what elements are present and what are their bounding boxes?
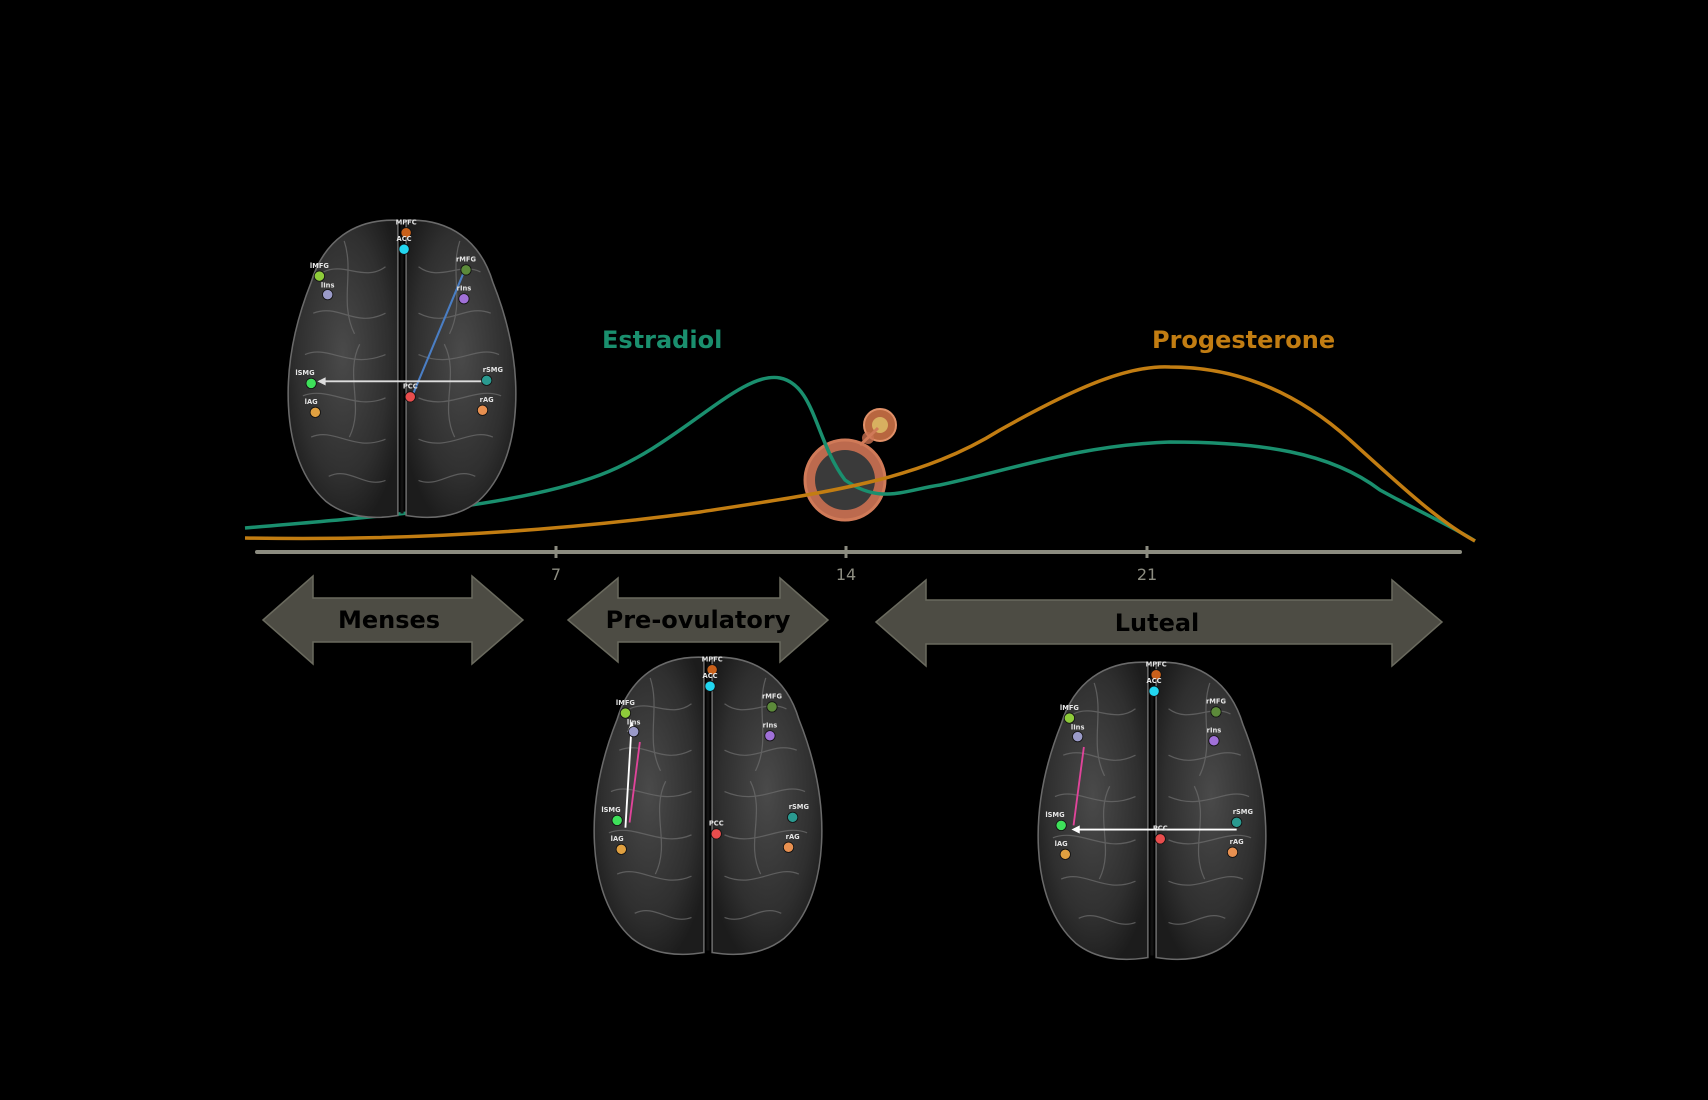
node-mpfc xyxy=(400,227,412,239)
node-pcc xyxy=(1154,833,1166,845)
node-label-lag: lAG xyxy=(305,398,318,406)
node-rsmg xyxy=(1231,816,1243,828)
progesterone-curve xyxy=(244,365,1476,543)
tick-label-7: 7 xyxy=(551,565,561,584)
node-pcc xyxy=(404,391,416,403)
node-label-rins: rIns xyxy=(1207,727,1222,735)
node-label-rag: rAG xyxy=(786,833,800,841)
node-label-pcc: PCC xyxy=(403,383,418,391)
node-label-pcc: PCC xyxy=(1153,825,1168,833)
node-label-rins: rIns xyxy=(763,722,778,730)
node-label-mpfc: MPFC xyxy=(702,655,723,663)
node-label-lmfg: lMFG xyxy=(1060,704,1079,712)
day-axis: 7 14 21 xyxy=(255,546,1462,584)
node-rins xyxy=(1208,735,1220,747)
phase-arrow-luteal: Luteal xyxy=(874,578,1444,668)
node-label-lins: lIns xyxy=(627,718,641,726)
node-rsmg xyxy=(787,811,799,823)
node-label-rmfg: rMFG xyxy=(762,693,782,701)
node-label-lmfg: lMFG xyxy=(310,262,329,270)
node-label-mpfc: MPFC xyxy=(1146,660,1167,668)
progesterone-label: Progesterone xyxy=(1152,326,1335,354)
phase-label-luteal: Luteal xyxy=(1115,609,1200,637)
node-rmfg xyxy=(460,264,472,276)
node-label-acc: ACC xyxy=(703,672,718,680)
node-label-mpfc: MPFC xyxy=(396,218,417,226)
node-label-rsmg: rSMG xyxy=(483,366,503,374)
node-rmfg xyxy=(1210,706,1222,718)
node-lag xyxy=(309,406,321,418)
node-rag xyxy=(1226,846,1239,858)
node-label-lsmg: lSMG xyxy=(601,806,620,814)
node-label-lag: lAG xyxy=(1055,840,1068,848)
brain-pre-ovulatory: MPFC ACC lMFG lIns rMFG rIns lSMG rSMG PCC lAG rAG xyxy=(592,655,824,956)
phase-label-pre-ovulatory: Pre-ovulatory xyxy=(606,606,791,634)
node-rag xyxy=(476,404,489,416)
node-lins xyxy=(1072,731,1084,743)
node-lmfg xyxy=(313,270,325,282)
node-label-rmfg: rMFG xyxy=(456,256,476,264)
phase-arrow-menses: Menses xyxy=(261,574,525,666)
node-rag xyxy=(782,841,795,853)
node-label-lins: lIns xyxy=(1071,723,1085,731)
node-rsmg xyxy=(481,374,493,386)
node-mpfc xyxy=(1150,669,1162,681)
node-lsmg xyxy=(1055,819,1067,831)
brain-luteal: MPFC ACC lMFG lIns rMFG rIns lSMG rSMG PCC lAG rAG xyxy=(1036,660,1268,961)
node-label-rsmg: rSMG xyxy=(1233,808,1253,816)
node-acc xyxy=(704,680,716,692)
brain-menses: MPFC ACC lMFG lIns rMFG rIns lSMG rSMG PCC lAG rAG xyxy=(286,218,518,519)
node-label-rag: rAG xyxy=(480,396,494,404)
node-lag xyxy=(615,843,627,855)
node-label-pcc: PCC xyxy=(709,820,724,828)
tick-label-14: 14 xyxy=(836,565,856,584)
node-lsmg xyxy=(305,377,317,389)
node-lsmg xyxy=(611,814,623,826)
node-label-lmfg: lMFG xyxy=(616,699,635,707)
node-label-lsmg: lSMG xyxy=(295,369,314,377)
node-label-rag: rAG xyxy=(1230,838,1244,846)
tick-label-21: 21 xyxy=(1137,565,1157,584)
node-acc xyxy=(1148,685,1160,697)
node-lins xyxy=(322,289,334,301)
node-lins xyxy=(628,726,640,738)
node-label-lsmg: lSMG xyxy=(1045,811,1064,819)
estradiol-curve xyxy=(244,375,1476,543)
node-label-lag: lAG xyxy=(611,835,624,843)
node-label-rins: rIns xyxy=(457,285,472,293)
node-pcc xyxy=(710,828,722,840)
node-label-acc: ACC xyxy=(397,235,412,243)
node-mpfc xyxy=(706,664,718,676)
node-rins xyxy=(764,730,776,742)
node-label-rmfg: rMFG xyxy=(1206,698,1226,706)
node-lmfg xyxy=(1063,712,1075,724)
node-acc xyxy=(398,243,410,255)
node-lmfg xyxy=(619,707,631,719)
phase-arrow-pre-ovulatory: Pre-ovulatory xyxy=(566,576,830,664)
node-label-lins: lIns xyxy=(321,281,335,289)
node-lag xyxy=(1059,848,1071,860)
node-rmfg xyxy=(766,701,778,713)
estradiol-label: Estradiol xyxy=(602,326,722,354)
phase-label-menses: Menses xyxy=(338,606,440,634)
node-rins xyxy=(458,293,470,305)
node-label-acc: ACC xyxy=(1147,677,1162,685)
node-label-rsmg: rSMG xyxy=(789,803,809,811)
